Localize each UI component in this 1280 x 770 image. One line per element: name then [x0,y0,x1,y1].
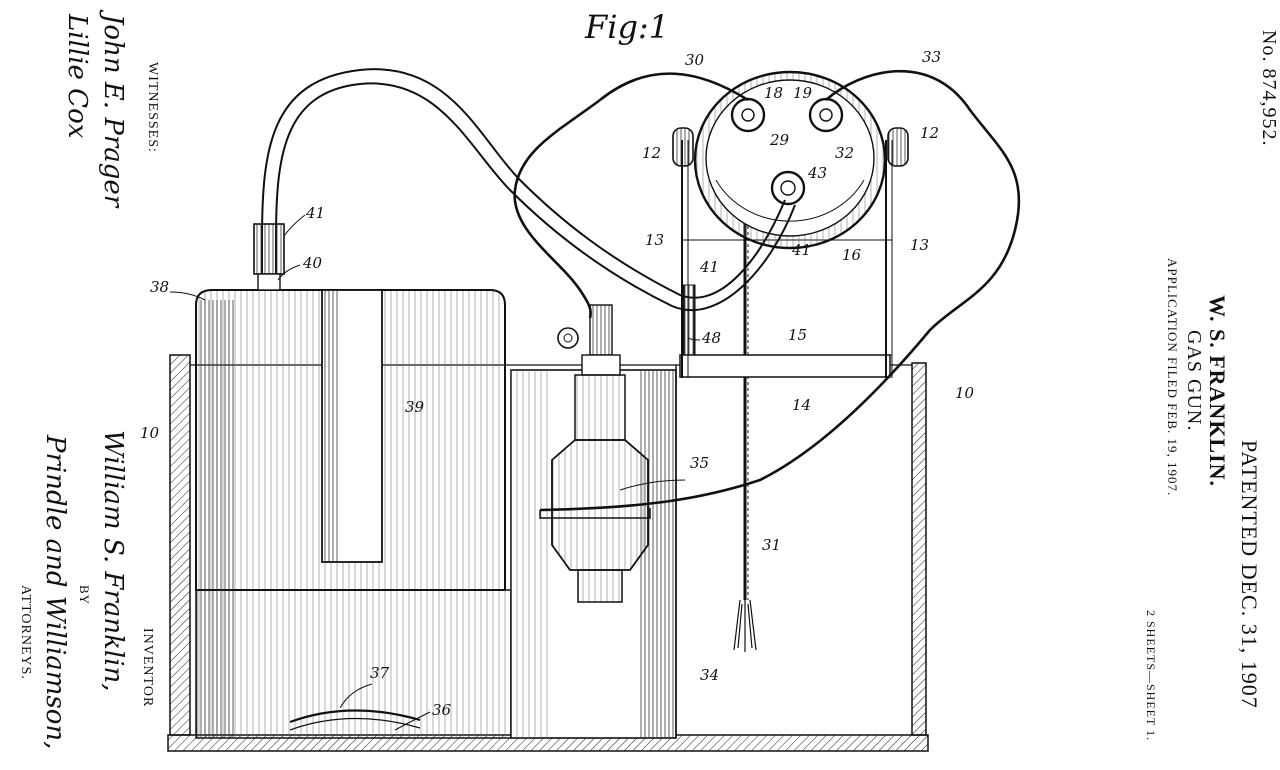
ref-38: 38 [150,278,169,296]
ref-19: 19 [793,84,813,102]
sheets-count: 2 SHEETS—SHEET 1. [1144,610,1158,742]
ref-36: 36 [432,701,452,719]
ref-13-right: 13 [910,236,929,254]
inventor-label: INVENTOR [140,628,155,708]
patent-number: No. 874,952. [1258,30,1280,147]
ref-12-right: 12 [920,124,939,142]
attorneys-label: ATTORNEYS. [18,585,33,680]
application-filed: APPLICATION FILED FEB. 19, 1907. [1165,258,1180,497]
patented-date: PATENTED DEC. 31, 1907 [1237,440,1262,709]
ref-16: 16 [842,246,862,264]
witness-signature-2: Lillie Cox [62,14,92,139]
ref-39: 39 [405,398,425,416]
wires-30-33 [513,69,1021,519]
ref-30: 30 [685,51,705,69]
ref-41-top: 41 [305,204,325,222]
ref-10-left: 10 [140,424,160,442]
ref-13-left: 13 [645,231,664,249]
reference-numerals: 10 10 12 12 13 13 14 15 16 18 19 29 30 3… [140,48,975,719]
generator-39 [195,289,512,739]
ref-40: 40 [302,254,323,272]
ref-41-drum: 41 [791,241,811,259]
frame-13 [679,140,893,378]
witness-signature-1: John E. Prager [98,14,128,208]
ref-29: 29 [769,131,790,149]
figure-title: Fig:1 [585,8,670,46]
ref-41-mid: 41 [699,258,719,276]
ref-31: 31 [762,536,781,554]
invention-title: GAS GUN. [1183,330,1205,432]
witnesses-label: WITNESSES: [145,62,160,153]
inventor-name: W. S. FRANKLIN. [1205,295,1230,488]
ref-35: 35 [690,454,709,472]
ref-15: 15 [788,326,807,344]
attorneys-signature: Prindle and Williamson, [40,435,70,750]
ref-37: 37 [370,664,390,682]
ref-10-right: 10 [955,384,975,402]
ref-43: 43 [807,164,827,182]
inventor-signature: William S. Franklin, [98,430,128,692]
ref-12-left: 12 [642,144,661,162]
drum-16 [672,70,909,250]
by-label: BY [77,585,92,606]
ref-32: 32 [835,144,854,162]
leader-lines [169,214,701,731]
ref-48: 48 [701,329,721,347]
ref-33: 33 [922,48,941,66]
ref-34: 34 [700,666,719,684]
ref-14: 14 [792,396,811,414]
ref-18: 18 [764,84,783,102]
gas-pipe-41 [253,68,796,356]
box-10 [167,354,929,752]
burner-35 [551,304,649,603]
